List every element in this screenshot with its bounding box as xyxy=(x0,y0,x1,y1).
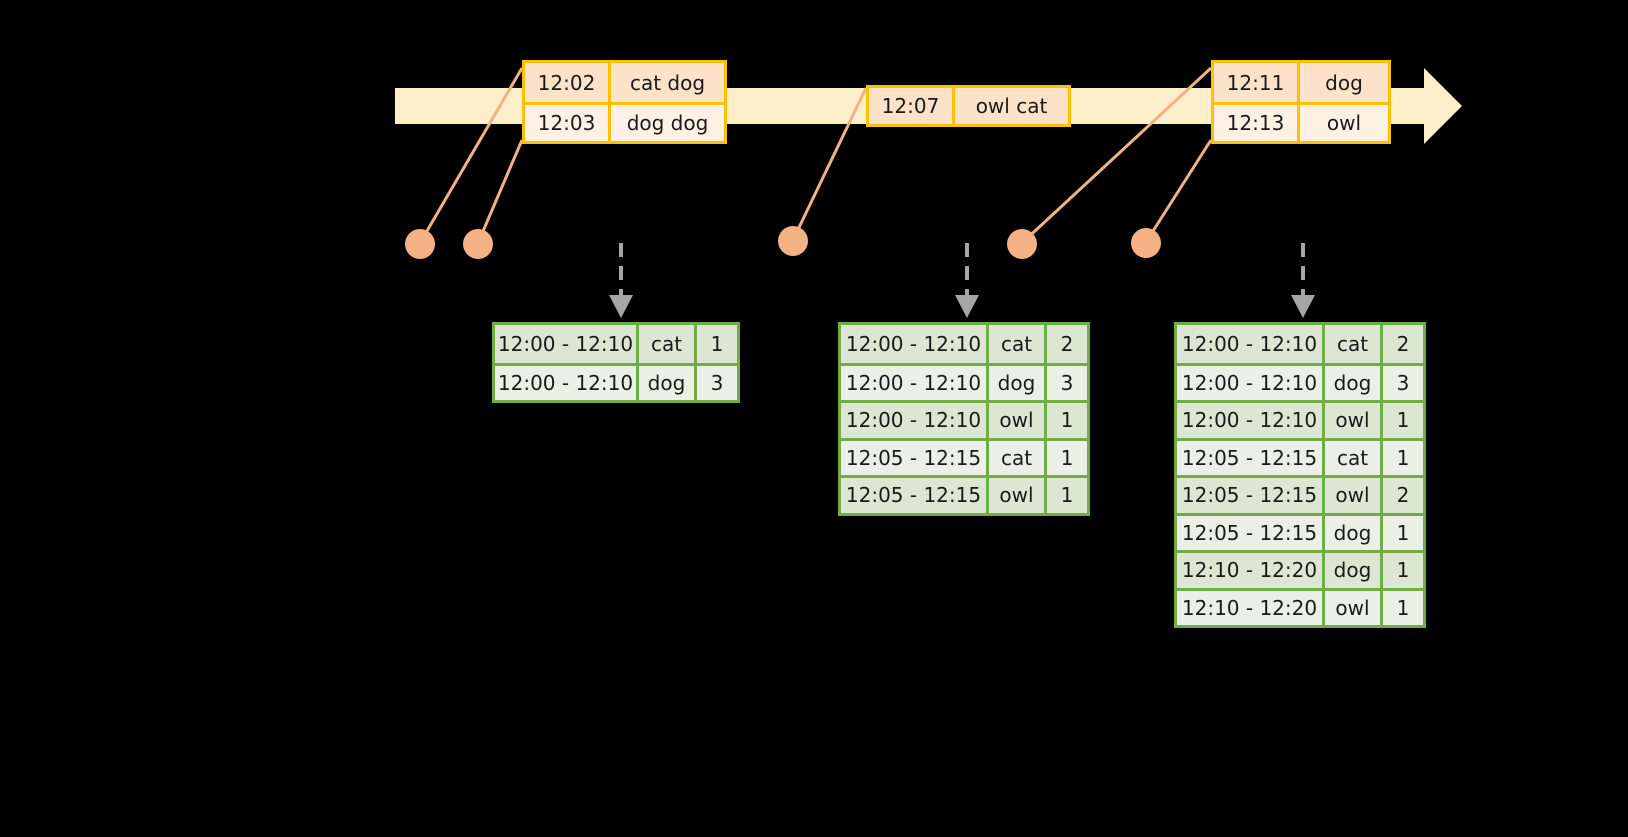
event-time: 12:11 xyxy=(1214,63,1300,102)
table-row[interactable]: 12:05 - 12:15 owl 2 xyxy=(1177,475,1423,513)
word-cell: cat xyxy=(1325,325,1383,363)
table-row[interactable]: 12:00 - 12:10 owl 1 xyxy=(841,400,1087,438)
down-arrow-3 xyxy=(1291,243,1315,318)
event-dot-1 xyxy=(405,229,435,259)
count-cell: 2 xyxy=(1060,331,1074,356)
connector-line-5 xyxy=(1144,139,1213,243)
word-cell: cat xyxy=(639,325,697,363)
window-cell: 12:00 - 12:10 xyxy=(1177,403,1325,438)
word-cell: owl xyxy=(989,478,1047,513)
event-group-2[interactable]: 12:07 owl cat xyxy=(866,85,1071,127)
word-cell: dog xyxy=(639,365,697,400)
window-cell: 12:00 - 12:10 xyxy=(1177,325,1325,363)
event-row[interactable]: 12:13 owl xyxy=(1214,102,1388,141)
word-cell: owl xyxy=(1325,590,1383,625)
event-words: dog xyxy=(1325,70,1363,95)
connector-line-3 xyxy=(791,87,868,241)
count-cell: 1 xyxy=(1396,520,1410,545)
word-cell: cat xyxy=(989,325,1047,363)
word-cell: dog xyxy=(989,365,1047,400)
count-cell: 1 xyxy=(710,331,724,356)
word-cell: dog xyxy=(1325,553,1383,588)
window-cell: 12:05 - 12:15 xyxy=(1177,478,1325,513)
table-row[interactable]: 12:10 - 12:20 dog 1 xyxy=(1177,550,1423,588)
event-row[interactable]: 12:03 dog dog xyxy=(525,102,724,141)
timeline-arrowhead xyxy=(1424,68,1462,144)
word-cell: cat xyxy=(1325,440,1383,475)
word-cell: cat xyxy=(989,440,1047,475)
window-cell: 12:00 - 12:10 xyxy=(1177,365,1325,400)
table-row[interactable]: 12:05 - 12:15 cat 1 xyxy=(1177,437,1423,475)
count-cell: 3 xyxy=(710,370,724,395)
result-table-1[interactable]: 12:00 - 12:10 cat 1 12:00 - 12:10 dog 3 xyxy=(492,322,740,403)
count-cell: 1 xyxy=(1060,483,1074,508)
word-cell: dog xyxy=(1325,365,1383,400)
count-cell: 1 xyxy=(1060,445,1074,470)
word-cell: owl xyxy=(1325,403,1383,438)
window-cell: 12:00 - 12:10 xyxy=(841,365,989,400)
event-dot-4 xyxy=(1007,229,1037,259)
count-cell: 1 xyxy=(1396,408,1410,433)
event-words: owl xyxy=(1326,111,1362,135)
event-time: 12:02 xyxy=(525,63,611,102)
table-row[interactable]: 12:00 - 12:10 dog 3 xyxy=(1177,362,1423,400)
word-cell: owl xyxy=(1325,478,1383,513)
count-cell: 2 xyxy=(1396,483,1410,508)
count-cell: 1 xyxy=(1396,445,1410,470)
table-row[interactable]: 12:00 - 12:10 dog 3 xyxy=(841,362,1087,400)
result-table-3[interactable]: 12:00 - 12:10 cat 2 12:00 - 12:10 dog 3 … xyxy=(1174,322,1426,628)
event-words: cat dog xyxy=(629,70,706,95)
count-cell: 2 xyxy=(1396,331,1410,356)
word-cell: owl xyxy=(989,403,1047,438)
event-words: dog dog xyxy=(626,111,709,135)
word-cell: dog xyxy=(1325,515,1383,550)
event-dot-2 xyxy=(463,229,493,259)
window-cell: 12:05 - 12:15 xyxy=(1177,515,1325,550)
event-group-3[interactable]: 12:11 dog 12:13 owl xyxy=(1211,60,1391,144)
down-arrow-1 xyxy=(609,243,633,318)
table-row[interactable]: 12:05 - 12:15 dog 1 xyxy=(1177,512,1423,550)
count-cell: 3 xyxy=(1060,370,1074,395)
result-table-2[interactable]: 12:00 - 12:10 cat 2 12:00 - 12:10 dog 3 … xyxy=(838,322,1090,516)
table-row[interactable]: 12:00 - 12:10 cat 2 xyxy=(841,325,1087,363)
down-arrow-2 xyxy=(955,243,979,318)
table-row[interactable]: 12:00 - 12:10 cat 2 xyxy=(1177,325,1423,363)
window-cell: 12:10 - 12:20 xyxy=(1177,590,1325,625)
event-time: 12:07 xyxy=(869,88,955,124)
window-cell: 12:00 - 12:10 xyxy=(495,365,639,400)
window-cell: 12:00 - 12:10 xyxy=(841,403,989,438)
window-cell: 12:05 - 12:15 xyxy=(1177,440,1325,475)
table-row[interactable]: 12:00 - 12:10 owl 1 xyxy=(1177,400,1423,438)
table-row[interactable]: 12:00 - 12:10 cat 1 xyxy=(495,325,737,363)
connector-line-1 xyxy=(418,67,524,244)
table-row[interactable]: 12:00 - 12:10 dog 3 xyxy=(495,362,737,400)
window-cell: 12:05 - 12:15 xyxy=(841,440,989,475)
event-row[interactable]: 12:11 dog xyxy=(1214,63,1388,102)
event-dot-3 xyxy=(778,226,808,256)
table-row[interactable]: 12:05 - 12:15 cat 1 xyxy=(841,437,1087,475)
count-cell: 3 xyxy=(1396,370,1410,395)
table-row[interactable]: 12:05 - 12:15 owl 1 xyxy=(841,475,1087,513)
table-row[interactable]: 12:10 - 12:20 owl 1 xyxy=(1177,587,1423,625)
event-group-1[interactable]: 12:02 cat dog 12:03 dog dog xyxy=(522,60,727,144)
window-cell: 12:00 - 12:10 xyxy=(495,325,639,363)
event-row[interactable]: 12:02 cat dog xyxy=(525,63,724,102)
event-time: 12:13 xyxy=(1214,105,1300,141)
count-cell: 1 xyxy=(1396,595,1410,620)
event-time: 12:03 xyxy=(525,105,611,141)
count-cell: 1 xyxy=(1396,558,1410,583)
event-dot-5 xyxy=(1131,228,1161,258)
event-words: owl cat xyxy=(975,94,1048,118)
connector-line-2 xyxy=(476,139,524,244)
window-cell: 12:00 - 12:10 xyxy=(841,325,989,363)
window-cell: 12:05 - 12:15 xyxy=(841,478,989,513)
event-row[interactable]: 12:07 owl cat xyxy=(869,88,1068,124)
window-cell: 12:10 - 12:20 xyxy=(1177,553,1325,588)
count-cell: 1 xyxy=(1060,408,1074,433)
